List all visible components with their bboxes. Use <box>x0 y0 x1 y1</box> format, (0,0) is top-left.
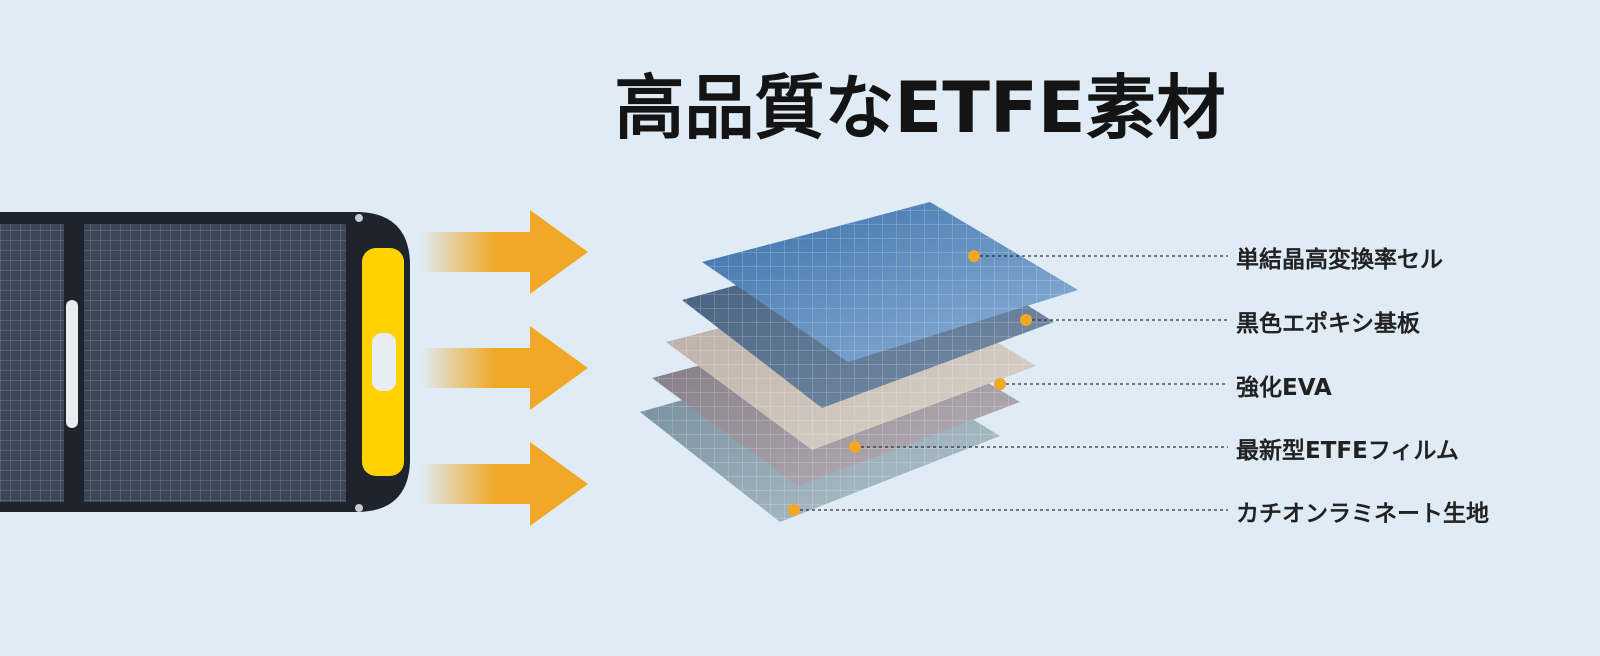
arrow-icon <box>420 326 588 410</box>
solar-panel-image <box>0 212 410 512</box>
marker-dot <box>1020 314 1032 326</box>
leader-lines <box>788 250 1228 516</box>
marker-dot <box>788 504 800 516</box>
arrow-icon <box>420 442 588 526</box>
marker-dot <box>968 250 980 262</box>
layer-stack-image <box>640 202 1078 522</box>
page-title: 高品質なETFE素材 <box>614 67 1226 149</box>
layer-label-etfe: 最新型ETFEフィルム <box>1236 438 1459 464</box>
layer-label-epoxy: 黒色エポキシ基板 <box>1236 311 1420 337</box>
layer-label-eva: 強化EVA <box>1236 375 1332 401</box>
marker-dot <box>849 441 861 453</box>
layer-label-fabric: カチオンラミネート生地 <box>1236 501 1489 527</box>
layer-label-cell: 単結晶高変換率セル <box>1236 247 1443 273</box>
arrow-icon <box>420 210 588 294</box>
cell-layer <box>702 202 1078 362</box>
marker-dot <box>994 378 1006 390</box>
